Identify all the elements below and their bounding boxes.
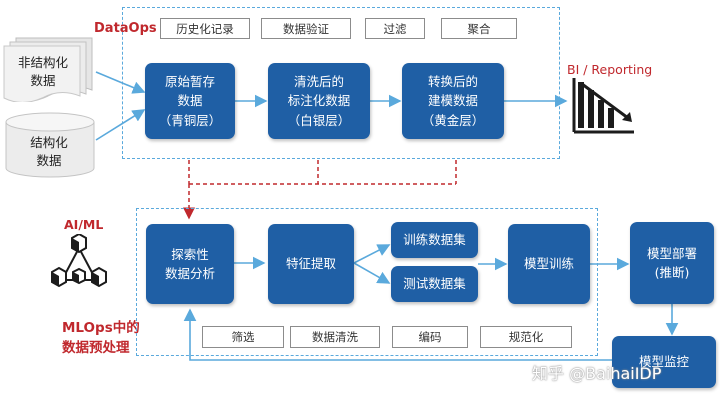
model-training-label: 模型训练: [523, 256, 574, 272]
arrow-structured-to-bronze: [95, 109, 146, 141]
dataops-tag-aggregate: 聚合: [441, 18, 517, 39]
feature-label: 特征提取: [285, 256, 336, 272]
arrow-monitor-feedback: [183, 308, 612, 361]
aiml-tag-cleaning: 数据清洗: [290, 326, 380, 348]
model-deploy-node[interactable]: 模型部署 (推断): [630, 222, 714, 304]
deploy-line2: (推断): [654, 265, 690, 280]
explore-line2: 数据分析: [164, 266, 215, 281]
unstructured-doc-icon: [3, 37, 93, 102]
mlops-caption-line1: MLOps中的: [62, 320, 140, 336]
structured-line2: 数据: [36, 153, 62, 169]
bar-chart-icon: [572, 78, 634, 134]
silver-layer-node[interactable]: 清洗后的 标注化数据 （白银层）: [268, 63, 370, 139]
test-dataset-label: 测试数据集: [403, 276, 466, 292]
dataops-tag-validation: 数据验证: [261, 18, 351, 39]
explore-analysis-node[interactable]: 探索性 数据分析: [146, 224, 234, 304]
mlops-caption-line2: 数据预处理: [62, 340, 130, 356]
dataops-tag-history: 历史化记录: [160, 18, 250, 39]
unstructured-line2: 数据: [30, 73, 56, 89]
bronze-layer-node[interactable]: 原始暂存 数据 （青铜层）: [145, 63, 235, 139]
gold-line3: （黄金层）: [421, 112, 485, 128]
aiml-region: [136, 208, 598, 356]
bronze-line3: （青铜层）: [158, 112, 222, 128]
structured-line1: 结构化: [30, 135, 68, 150]
model-training-node[interactable]: 模型训练: [508, 224, 590, 304]
unstructured-line1: 非结构化: [17, 55, 68, 70]
gold-line1: 转换后的: [427, 73, 478, 89]
silver-line2: 标注化数据: [287, 93, 351, 109]
dataops-title: DataOps: [94, 21, 157, 36]
model-monitor-node[interactable]: 模型监控: [612, 336, 716, 388]
bi-reporting-label: BI / Reporting: [567, 62, 653, 77]
silver-line3: （白银层）: [287, 112, 351, 128]
silver-line1: 清洗后的: [293, 73, 344, 89]
feature-extraction-node[interactable]: 特征提取: [268, 224, 354, 304]
structured-data-label: 结构化 数据: [16, 134, 82, 170]
gold-line2: 建模数据: [427, 93, 478, 109]
dataops-region: [122, 7, 560, 159]
training-dataset-node[interactable]: 训练数据集: [391, 222, 478, 258]
watermark-text: 知乎 @BaihaiIDP: [532, 364, 662, 383]
cubes-network-icon: [51, 234, 107, 288]
arrow-unstructured-to-bronze: [95, 71, 146, 94]
arrow-feature-to-test: [353, 262, 391, 284]
monitor-label: 模型监控: [638, 354, 689, 370]
test-dataset-node[interactable]: 测试数据集: [391, 266, 478, 302]
gold-layer-node[interactable]: 转换后的 建模数据 （黄金层）: [402, 63, 504, 139]
training-dataset-label: 训练数据集: [403, 232, 466, 248]
deploy-line1: 模型部署: [646, 245, 697, 261]
aiml-tag-normalize: 规范化: [480, 326, 572, 348]
aiml-tag-encoding: 编码: [392, 326, 468, 348]
explore-line1: 探索性: [171, 246, 209, 262]
bronze-line1: 原始暂存: [164, 73, 215, 89]
aiml-title: AI/ML: [64, 217, 104, 232]
dataops-tag-filter: 过滤: [365, 18, 425, 39]
unstructured-data-label: 非结构化 数据: [10, 54, 76, 90]
bronze-line2: 数据: [177, 93, 203, 109]
database-cylinder-icon: [5, 112, 95, 178]
arrow-feature-to-train: [353, 244, 391, 264]
aiml-tag-filter: 筛选: [202, 326, 284, 348]
